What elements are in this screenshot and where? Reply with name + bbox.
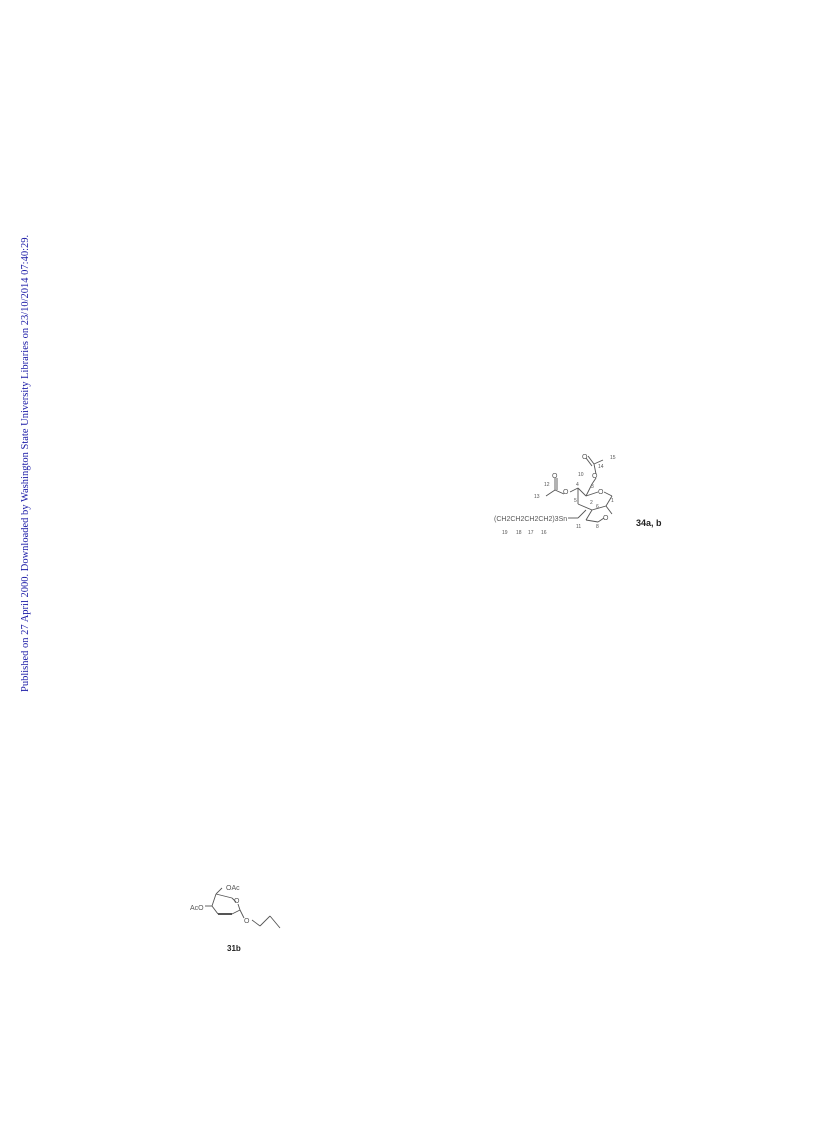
- atom-number-17: 17: [528, 530, 534, 536]
- atom-o-ring-b: O: [603, 515, 609, 522]
- atom-number-14: 14: [598, 464, 604, 470]
- atom-number-2: 2: [590, 500, 593, 506]
- atom-o-ester-top: O: [592, 473, 598, 480]
- atom-o-carbonyl-left: O: [552, 473, 558, 480]
- compound-label-34: 34a, b: [636, 518, 662, 528]
- atom-number-11: 11: [576, 524, 581, 530]
- atom-number-12: 12: [544, 482, 550, 488]
- atom-number-8: 8: [596, 524, 599, 530]
- atom-number-4: 4: [576, 482, 579, 488]
- atom-number-15: 15: [610, 455, 616, 461]
- atom-o-ring-31b: O: [234, 898, 240, 905]
- atom-number-3: 3: [591, 484, 594, 490]
- atom-number-5: 5: [574, 498, 577, 504]
- compound-label-31b: 31b: [227, 944, 241, 953]
- atom-o-ester-left: O: [563, 489, 569, 496]
- atom-o-carbonyl-top: O: [582, 454, 588, 461]
- atom-number-6: 6: [596, 504, 599, 510]
- atom-number-18: 18: [516, 530, 522, 536]
- structure-31b-bonds: [205, 887, 281, 929]
- group-aco: AcO: [190, 905, 204, 912]
- atom-o-ring-a: O: [598, 489, 604, 496]
- atom-number-10: 10: [578, 472, 584, 478]
- atom-number-16: 16: [541, 530, 547, 536]
- atom-o-ether-31b: O: [244, 918, 250, 925]
- structure-34-bonds: [545, 455, 613, 523]
- atom-number-1: 1: [611, 498, 614, 504]
- atom-number-13: 13: [534, 494, 540, 500]
- tributyltin-substituent: (CH2CH2CH2CH2)3Sn: [494, 516, 567, 523]
- group-oac: OAc: [226, 885, 240, 892]
- atom-number-19: 19: [502, 530, 508, 536]
